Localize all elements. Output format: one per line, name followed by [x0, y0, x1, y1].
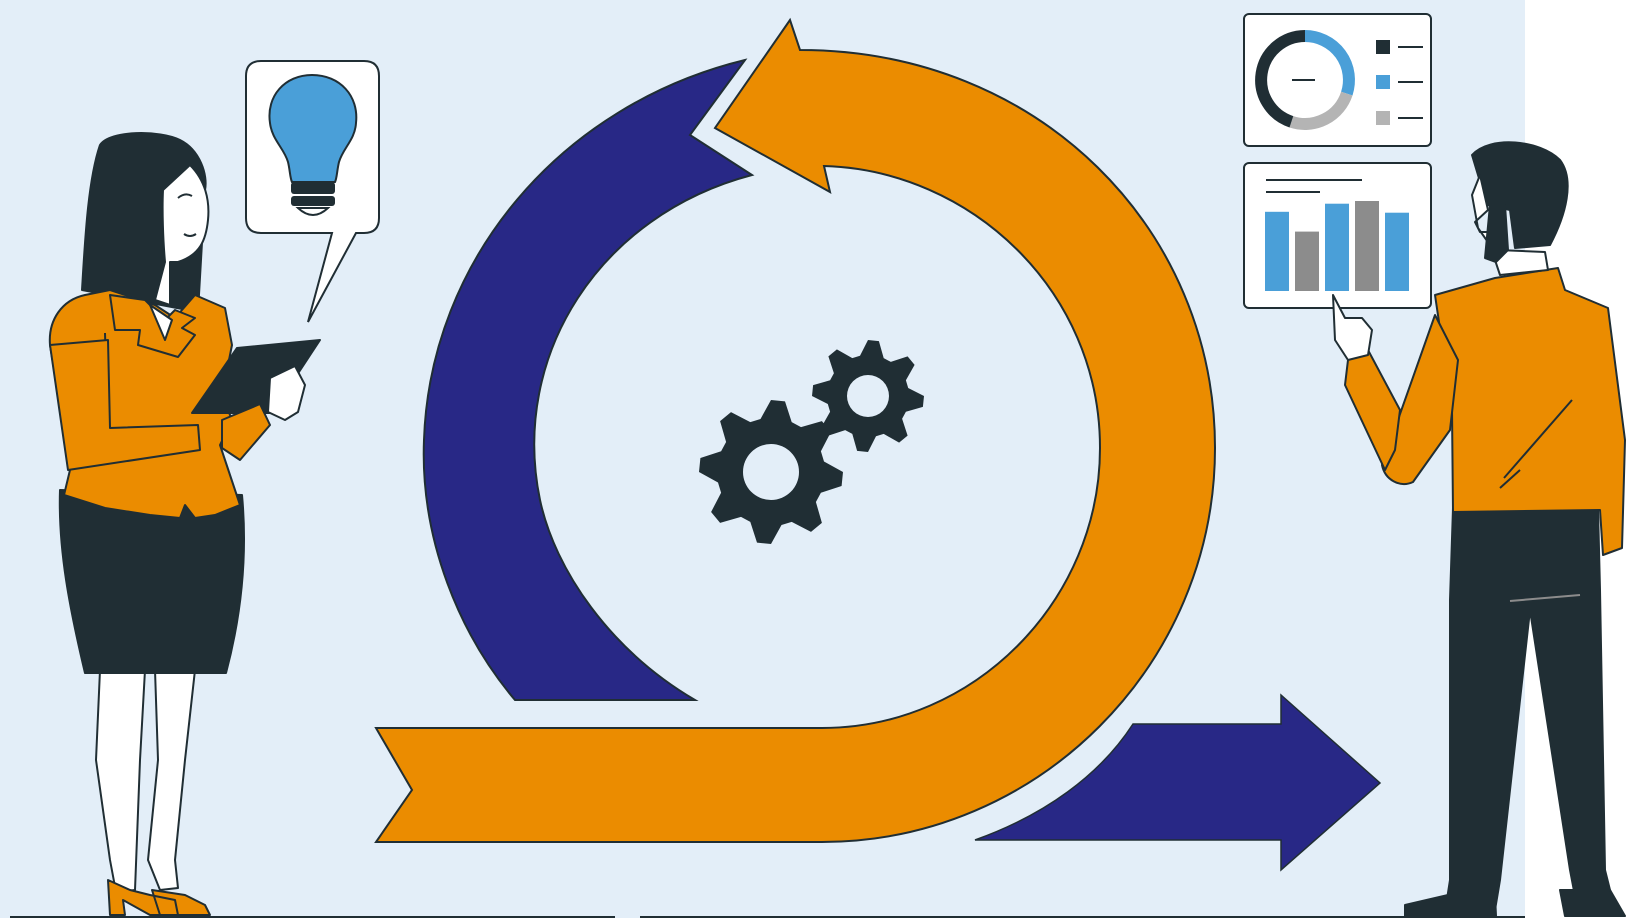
woman-skirt — [60, 490, 244, 673]
bar-4 — [1355, 201, 1379, 291]
gear-large-hole — [743, 444, 799, 500]
donut-card — [1244, 14, 1431, 146]
legend-swatch-grey — [1376, 111, 1390, 125]
bar-5 — [1385, 213, 1409, 291]
bar-chart — [1265, 201, 1409, 291]
legend-swatch-dark — [1376, 40, 1390, 54]
man-trousers — [1445, 508, 1615, 912]
bar-card — [1244, 163, 1431, 308]
bar-1 — [1265, 212, 1289, 291]
legend-swatch-blue — [1376, 75, 1390, 89]
bar-3 — [1325, 204, 1349, 291]
man-beard — [1485, 205, 1508, 262]
bar-2 — [1295, 232, 1319, 291]
gear-small-hole — [847, 375, 889, 417]
donut-card-frame — [1244, 14, 1431, 146]
